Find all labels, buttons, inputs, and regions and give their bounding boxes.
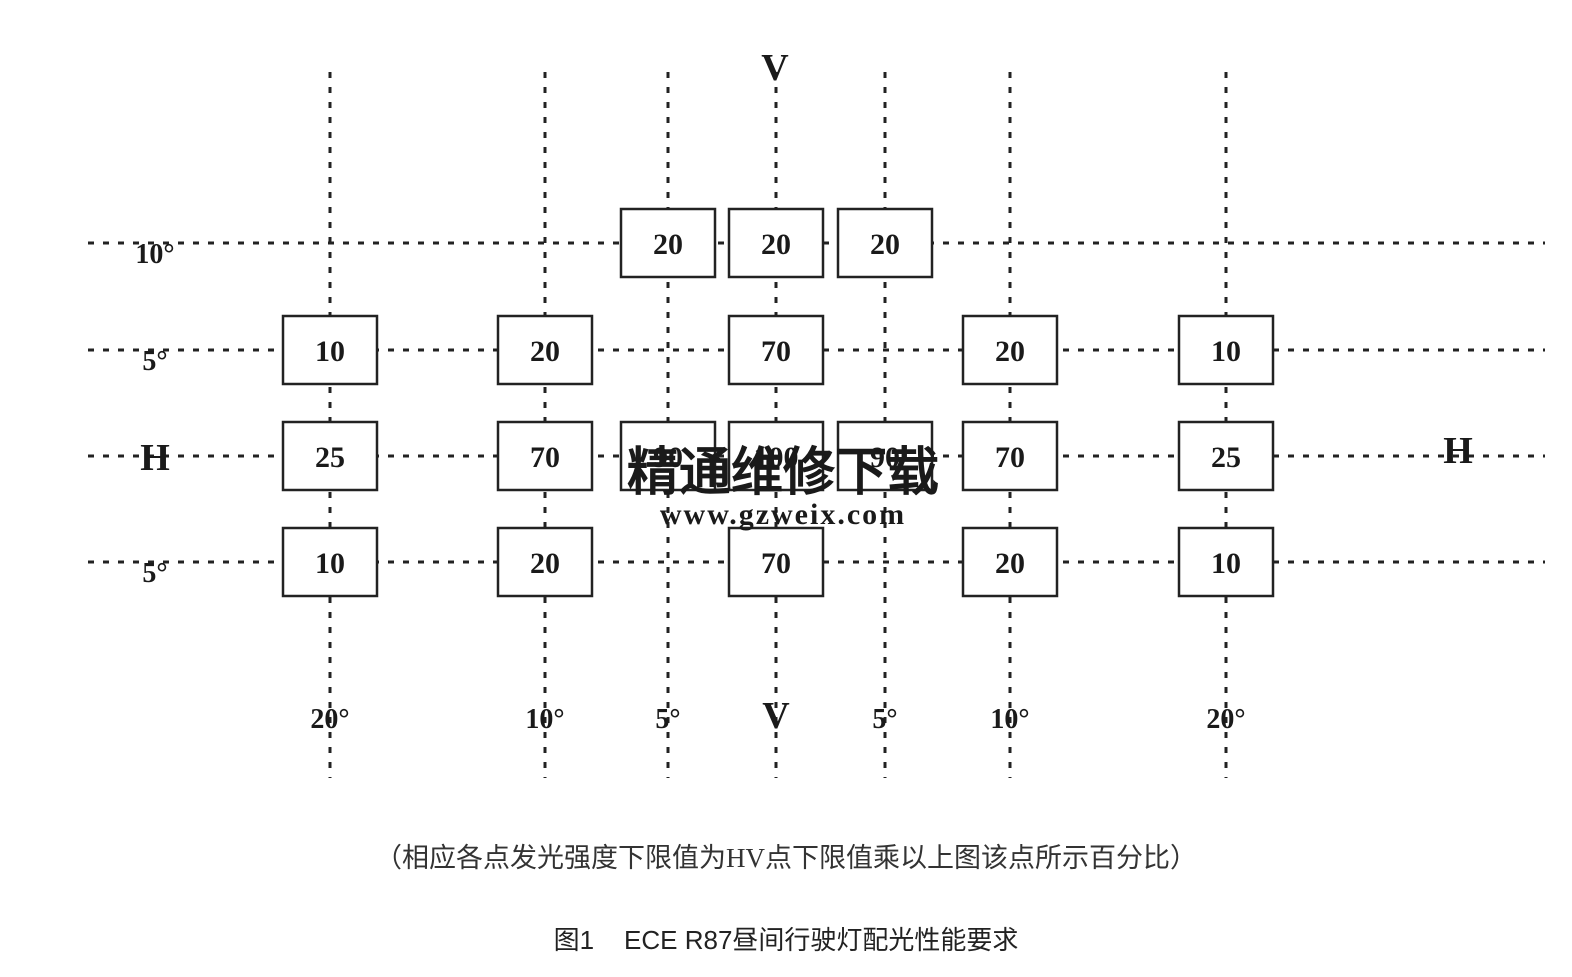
cell-value: 25 bbox=[315, 441, 345, 474]
col-label-l10: 10° bbox=[525, 704, 564, 735]
cell-value: 10 bbox=[1211, 547, 1241, 580]
watermark-url: www.gzweix.com bbox=[660, 498, 906, 531]
cell-d5-l10: 20 bbox=[496, 526, 594, 598]
cell-h-l20: 25 bbox=[281, 420, 379, 492]
cell-h-v: 100 bbox=[727, 420, 825, 492]
watermark: 精通维修下载 www.gzweix.com bbox=[627, 444, 939, 531]
cell-value: 100 bbox=[754, 441, 799, 474]
cell-d5-r20: 10 bbox=[1177, 526, 1275, 598]
cell-box bbox=[281, 526, 379, 598]
cell-u5-l20: 10 bbox=[281, 314, 379, 386]
cell-u5-l10: 20 bbox=[496, 314, 594, 386]
cell-u10-r5: 20 bbox=[836, 207, 934, 279]
cell-value: 10 bbox=[1211, 335, 1241, 368]
cell-u5-r10: 20 bbox=[961, 314, 1059, 386]
col-label-r10: 10° bbox=[990, 704, 1029, 735]
figure-title: ECE R87昼间行驶灯配光性能要求 bbox=[624, 925, 1019, 955]
cell-value: 90 bbox=[870, 441, 900, 474]
cell-box bbox=[281, 420, 379, 492]
row-label-d5: 5° bbox=[142, 558, 167, 589]
row-label-h: H bbox=[140, 437, 170, 479]
cell-box bbox=[727, 526, 825, 598]
cell-box bbox=[496, 314, 594, 386]
row-label-u10: 10° bbox=[135, 239, 174, 270]
cell-box bbox=[1177, 420, 1275, 492]
cell-box bbox=[496, 526, 594, 598]
cell-value: 10 bbox=[315, 547, 345, 580]
col-label-v: V bbox=[762, 695, 790, 737]
cell-box bbox=[619, 420, 717, 492]
cell-box bbox=[619, 207, 717, 279]
cell-value: 20 bbox=[995, 335, 1025, 368]
cell-box bbox=[727, 314, 825, 386]
figure-number: 图1 bbox=[553, 925, 595, 955]
cell-h-r20: 25 bbox=[1177, 420, 1275, 492]
cell-box bbox=[1177, 314, 1275, 386]
cell-value: 10 bbox=[315, 335, 345, 368]
cell-value: 70 bbox=[761, 547, 791, 580]
cell-d5-r10: 20 bbox=[961, 526, 1059, 598]
cell-box bbox=[961, 420, 1059, 492]
cell-box bbox=[836, 207, 934, 279]
cell-box bbox=[727, 207, 825, 279]
cell-value: 20 bbox=[653, 228, 683, 261]
row-label-u5: 5° bbox=[142, 346, 167, 377]
cell-h-l5: 90 bbox=[619, 420, 717, 492]
cell-value: 20 bbox=[530, 335, 560, 368]
cell-u10-v: 20 bbox=[727, 207, 825, 279]
cell-box bbox=[961, 526, 1059, 598]
figure-caption: 图1 ECE R87昼间行驶灯配光性能要求 bbox=[0, 920, 1572, 957]
col-label-r5: 5° bbox=[872, 704, 897, 735]
cell-u5-r20: 10 bbox=[1177, 314, 1275, 386]
cell-box bbox=[496, 420, 594, 492]
cell-value: 90 bbox=[653, 441, 683, 474]
col-label-l20: 20° bbox=[310, 704, 349, 735]
cell-value: 25 bbox=[1211, 441, 1241, 474]
col-label-r20: 20° bbox=[1206, 704, 1245, 735]
cell-value: 20 bbox=[530, 547, 560, 580]
watermark-text: 精通维修下载 bbox=[627, 444, 939, 502]
cell-h-r10: 70 bbox=[961, 420, 1059, 492]
cell-u10-l5: 20 bbox=[619, 207, 717, 279]
cell-value: 20 bbox=[761, 228, 791, 261]
cell-value: 70 bbox=[761, 335, 791, 368]
cell-value: 20 bbox=[995, 547, 1025, 580]
axis-labels: V H 10° 5° H 5° 20° 10° 5° V 5° 10° 20° bbox=[135, 47, 1472, 737]
cell-box bbox=[727, 420, 825, 492]
cell-box bbox=[281, 314, 379, 386]
col-label-l5: 5° bbox=[655, 704, 680, 735]
cell-h-r5: 90 bbox=[836, 420, 934, 492]
cell-value: 70 bbox=[530, 441, 560, 474]
cell-d5-l20: 10 bbox=[281, 526, 379, 598]
top-v-axis-label: V bbox=[761, 47, 789, 89]
cell-d5-v: 70 bbox=[727, 526, 825, 598]
cell-box bbox=[961, 314, 1059, 386]
cell-u5-v: 70 bbox=[727, 314, 825, 386]
footnote: （相应各点发光强度下限值为HV点下限值乘以上图该点所示百分比） bbox=[375, 843, 1197, 873]
cell-box bbox=[1177, 526, 1275, 598]
intensity-cells: 20 20 20 10 20 70 20 10 25 70 90 100 90 70 25 10 20 70 20 1… bbox=[281, 207, 1275, 598]
cell-value: 70 bbox=[995, 441, 1025, 474]
cell-h-l10: 70 bbox=[496, 420, 594, 492]
right-h-axis-label: H bbox=[1443, 430, 1473, 472]
cell-box bbox=[836, 420, 934, 492]
cell-value: 20 bbox=[870, 228, 900, 261]
